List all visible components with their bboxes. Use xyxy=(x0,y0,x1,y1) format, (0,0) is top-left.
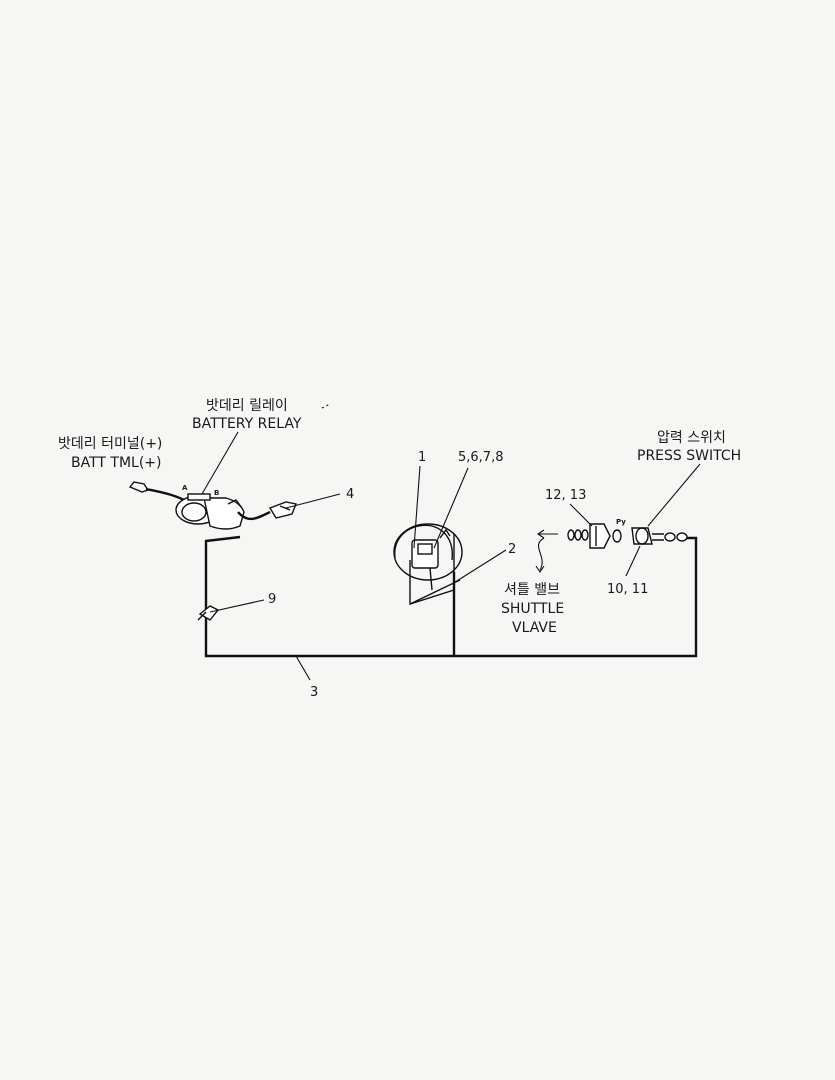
relay-cable xyxy=(237,510,271,521)
shuttle-valve-label-en-2: VLAVE xyxy=(512,620,557,636)
shuttle-valve-label-en-1: SHUTTLE xyxy=(501,601,564,617)
battery-terminal-cable xyxy=(128,481,185,502)
part-9-label: 9 xyxy=(268,592,276,607)
part-2-label: 2 xyxy=(508,542,516,557)
part-4-label: 4 xyxy=(346,487,354,502)
batt-terminal-label-kr: 밧데리 터미널(+) xyxy=(58,436,162,452)
shuttle-valve-label-kr: 셔틀 밸브 xyxy=(504,582,560,598)
port-py-label: Py xyxy=(616,518,626,526)
parts-12-13-label: 12, 13 xyxy=(545,488,586,503)
switch-assembly xyxy=(393,523,463,605)
parts-10-11-label: 10, 11 xyxy=(607,582,648,597)
leader-lines xyxy=(201,403,701,681)
relay-terminal-a-label: A xyxy=(182,484,188,492)
batt-terminal-label-en: BATT TML(+) xyxy=(71,455,162,471)
shuttle-valve: Py xyxy=(567,518,626,549)
battery-relay-label-kr: 밧데리 릴레이 xyxy=(206,398,288,414)
press-switch-label-en: PRESS SWITCH xyxy=(637,448,741,464)
parts-5-8-label: 5,6,7,8 xyxy=(458,450,503,465)
relay-terminal-b-label: B xyxy=(214,489,219,497)
connector-part-4 xyxy=(268,501,297,519)
part-3-label: 3 xyxy=(310,685,318,700)
pressure-switch xyxy=(631,527,688,545)
battery-relay-label-en: BATTERY RELAY xyxy=(192,416,302,432)
clip-part-9 xyxy=(197,605,220,621)
part-1-label: 1 xyxy=(418,450,426,465)
press-switch-label-kr: 압력 스위치 xyxy=(657,430,726,446)
battery-relay: A B xyxy=(175,484,245,530)
